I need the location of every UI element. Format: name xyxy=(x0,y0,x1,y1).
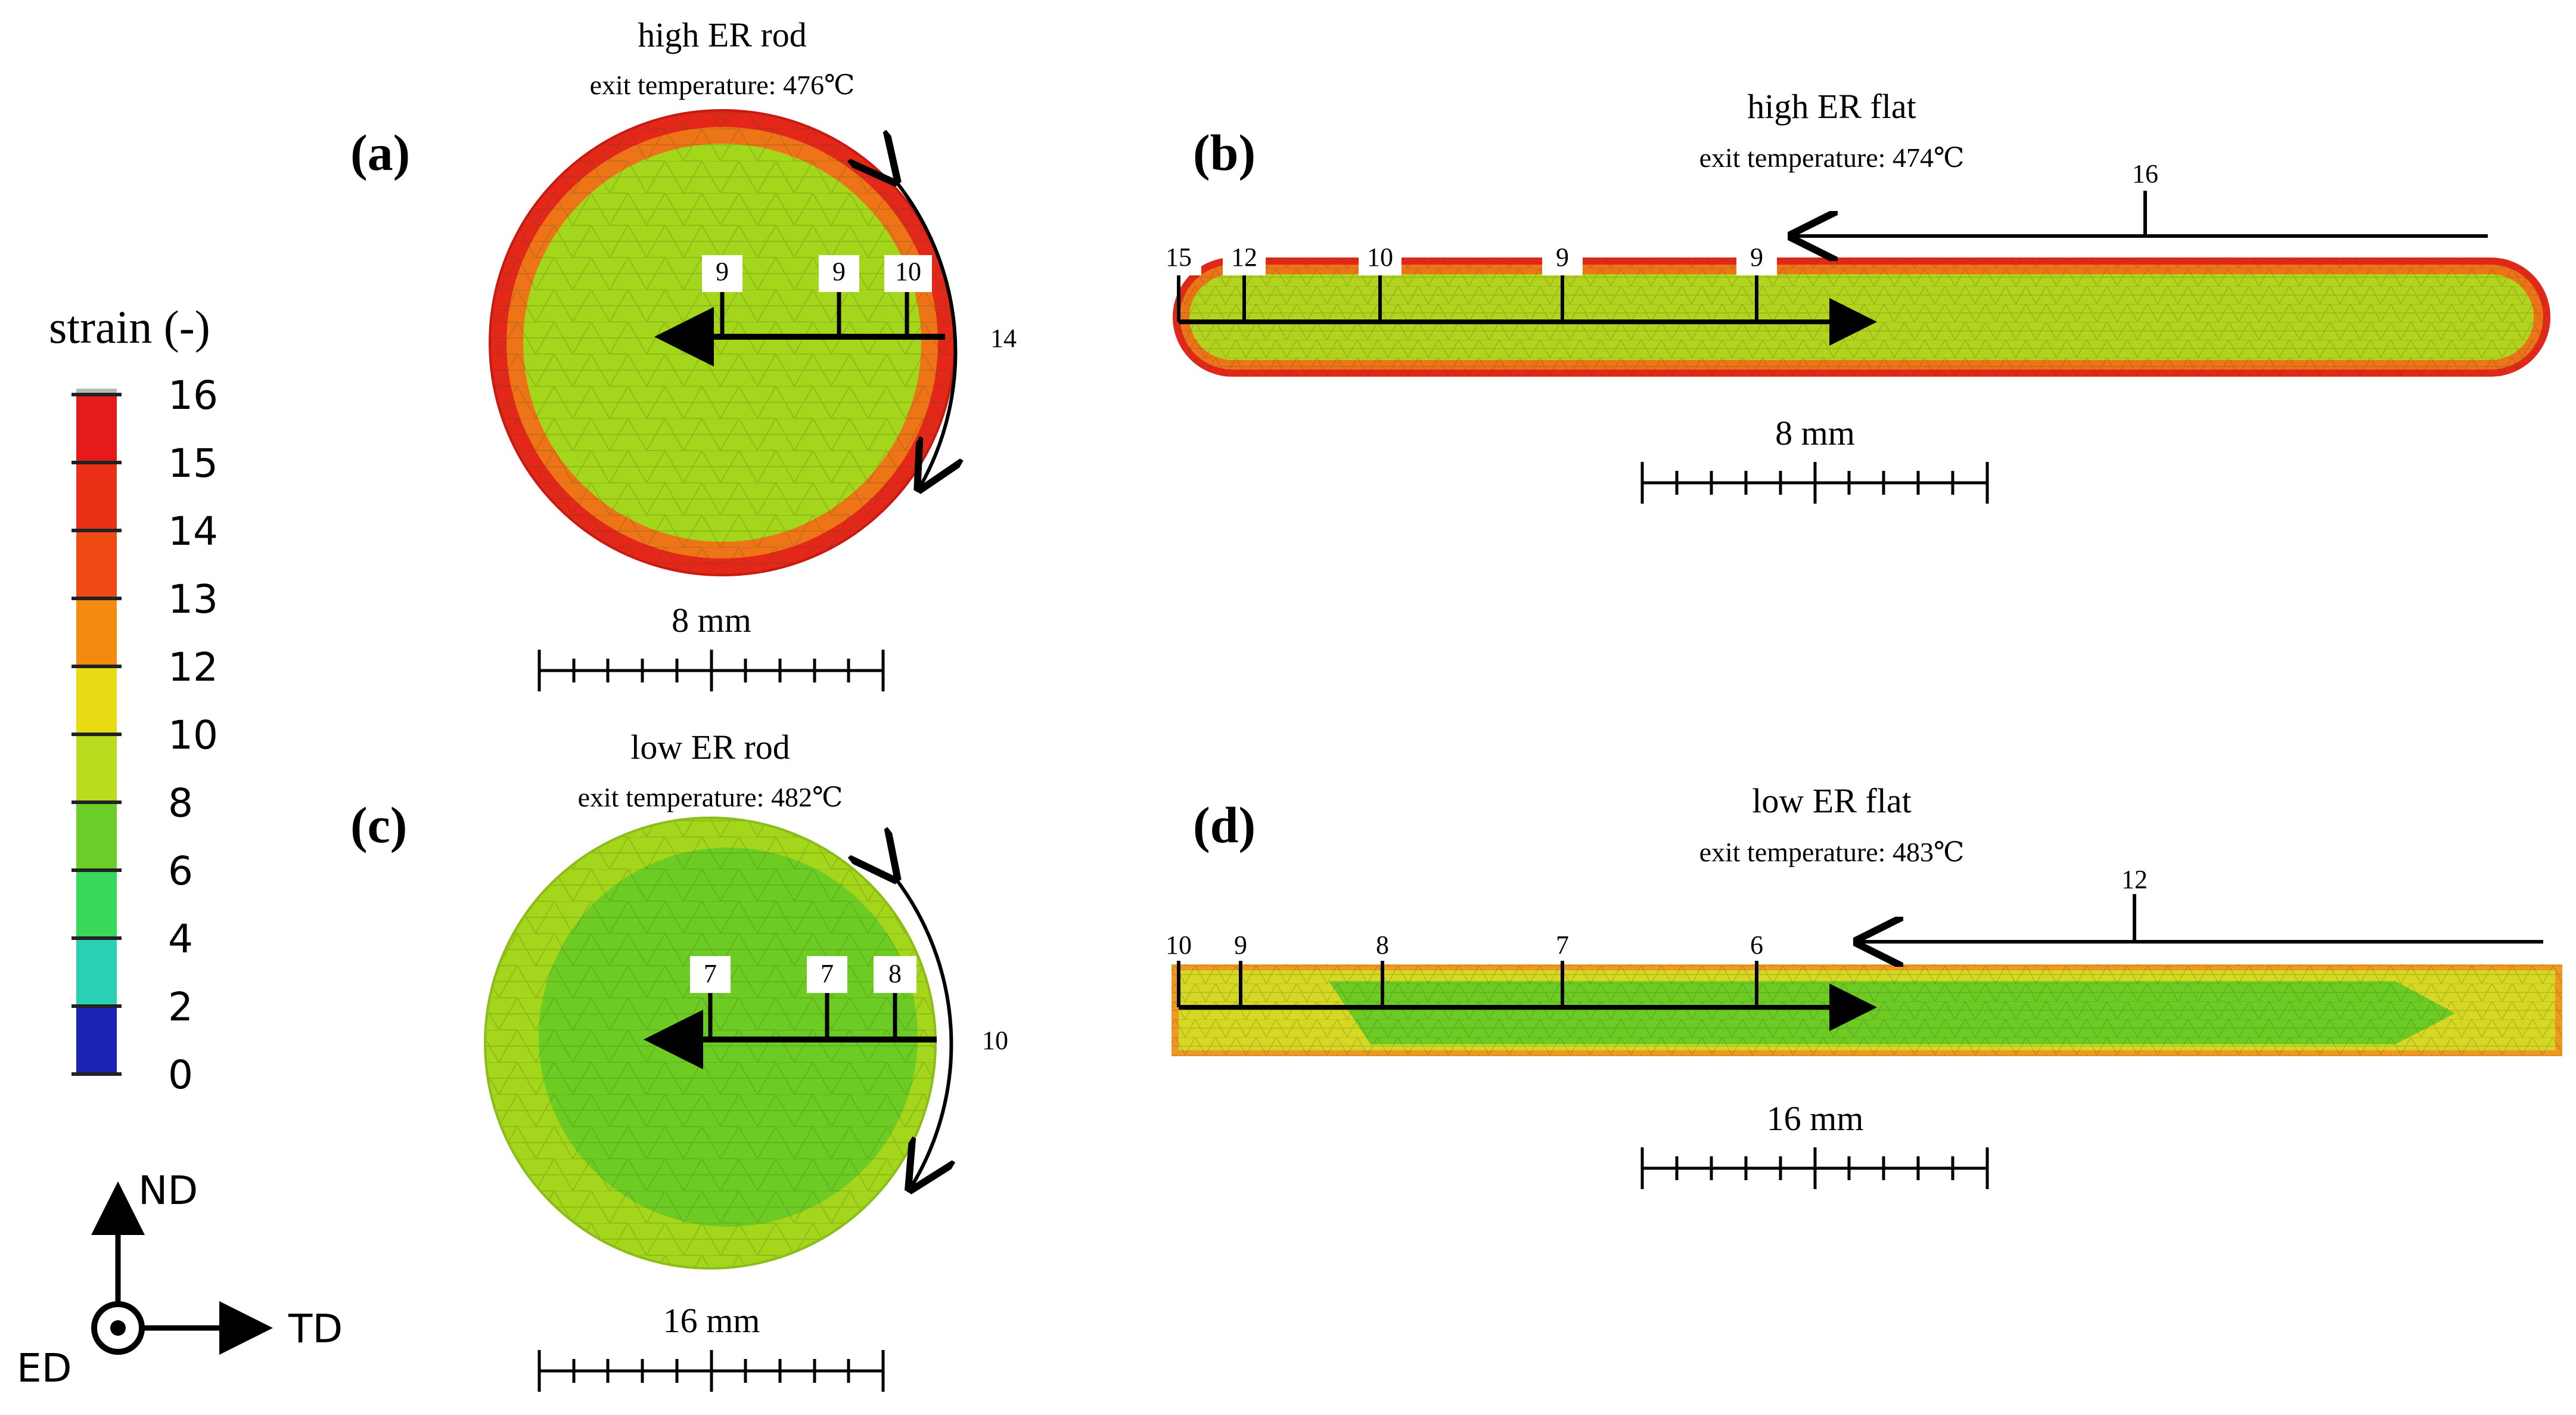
flat-b-label-2: 12 xyxy=(1231,243,1257,272)
panel-d: (d) low ER flat exit temperature: 483℃ 1… xyxy=(1166,781,2562,1189)
legend-title: strain (-) xyxy=(49,301,210,353)
legend-tick-4: 4 xyxy=(168,916,193,962)
legend-tick-8: 8 xyxy=(168,780,193,826)
legend-band-2-0 xyxy=(76,1006,117,1074)
scale-bar-d-label: 16 mm xyxy=(1767,1099,1864,1138)
panel-c-letter: (c) xyxy=(350,796,407,854)
panel-b: (b) high ER flat exit temperature: 474℃ … xyxy=(1158,87,2550,504)
flat-d-label-1: 10 xyxy=(1166,930,1192,960)
ed-dot-icon xyxy=(110,1320,126,1336)
scale-bar-b-label: 8 mm xyxy=(1775,414,1855,452)
legend-tick-13: 13 xyxy=(168,576,218,622)
td-label: TD xyxy=(288,1306,343,1352)
rod-c-label-3: 8 xyxy=(888,959,902,988)
legend-ticks: 16 15 14 13 12 10 8 6 4 2 0 xyxy=(168,373,218,1098)
rod-a-label-2: 9 xyxy=(832,257,846,286)
panel-b-subtitle: exit temperature: 474℃ xyxy=(1699,142,1965,173)
panel-c: (c) low ER rod exit temperature: 482℃ 7 … xyxy=(350,728,1008,1392)
legend-band-6-4 xyxy=(76,870,117,938)
scale-bar-d: 16 mm xyxy=(1640,1099,1989,1189)
legend-tick-14: 14 xyxy=(168,508,218,554)
panel-d-subtitle: exit temperature: 483℃ xyxy=(1699,837,1965,867)
rod-a-arc-arrow xyxy=(894,179,955,486)
flat-b-label-5: 9 xyxy=(1750,243,1763,272)
panel-a-subtitle: exit temperature: 476℃ xyxy=(590,70,855,100)
rod-c-cross-section xyxy=(484,817,937,1270)
panel-c-title: low ER rod xyxy=(630,728,790,767)
flat-b-label-1: 15 xyxy=(1166,243,1192,272)
nd-label: ND xyxy=(138,1168,198,1214)
rod-c-arc-arrow xyxy=(894,876,951,1186)
legend-band-15-14 xyxy=(76,463,117,530)
legend-band-12-10 xyxy=(76,666,117,734)
legend-band-14-13 xyxy=(76,530,117,598)
rod-c-label-2: 7 xyxy=(821,959,834,988)
flat-b-label-4: 9 xyxy=(1556,243,1569,272)
legend-band-16-15 xyxy=(76,395,117,463)
flat-d-label-2: 9 xyxy=(1234,930,1247,960)
flat-b-label-3: 10 xyxy=(1367,243,1393,272)
legend-band-4-2 xyxy=(76,938,117,1006)
legend-colorbar xyxy=(72,389,122,1076)
scale-bar-c-label: 16 mm xyxy=(663,1301,760,1340)
legend-tick-15: 15 xyxy=(168,440,218,486)
scale-bar-a-label: 8 mm xyxy=(672,601,751,640)
scale-bar-a: 8 mm xyxy=(537,601,885,691)
flat-d-cross-section xyxy=(1172,964,2562,1056)
flat-b-top-label: 16 xyxy=(2132,159,2158,188)
flat-d-label-5: 6 xyxy=(1750,930,1763,960)
scale-bar-b: 8 mm xyxy=(1640,414,1989,504)
rod-a-arc-label: 14 xyxy=(990,324,1017,353)
legend-band-10-8 xyxy=(76,734,117,802)
legend-tick-10: 10 xyxy=(168,712,218,758)
panel-a-title: high ER rod xyxy=(638,15,807,54)
panel-d-title: low ER flat xyxy=(1752,781,1911,820)
legend-tick-16: 16 xyxy=(168,373,218,418)
panel-b-title: high ER flat xyxy=(1747,87,1916,126)
panel-a-letter: (a) xyxy=(350,124,410,181)
flat-d-top-label: 12 xyxy=(2121,865,2148,894)
legend-band-13-12 xyxy=(76,598,117,666)
legend-band-8-6 xyxy=(76,802,117,870)
strain-legend: strain (-) xyxy=(49,301,218,1098)
flat-d-label-4: 7 xyxy=(1556,930,1569,960)
rod-c-label-1: 7 xyxy=(704,959,717,988)
coordinate-axes: ND TD ED xyxy=(17,1168,343,1391)
panel-d-letter: (d) xyxy=(1193,796,1256,854)
rod-c-arc-label: 10 xyxy=(982,1026,1008,1055)
legend-tick-12: 12 xyxy=(168,644,218,690)
flat-d-label-3: 8 xyxy=(1376,930,1389,960)
legend-tick-0: 0 xyxy=(168,1052,193,1098)
scale-bar-c: 16 mm xyxy=(537,1301,885,1392)
rod-a-cross-section xyxy=(489,109,956,576)
legend-tick-2: 2 xyxy=(168,984,193,1030)
panel-a: (a) high ER rod exit temperature: 476℃ 9… xyxy=(350,15,1017,691)
rod-a-label-1: 9 xyxy=(716,257,729,286)
ed-label: ED xyxy=(17,1345,72,1391)
panel-b-letter: (b) xyxy=(1193,124,1256,181)
panel-c-subtitle: exit temperature: 482℃ xyxy=(578,782,843,812)
rod-a-label-3: 10 xyxy=(895,257,921,286)
legend-tick-6: 6 xyxy=(168,848,193,894)
